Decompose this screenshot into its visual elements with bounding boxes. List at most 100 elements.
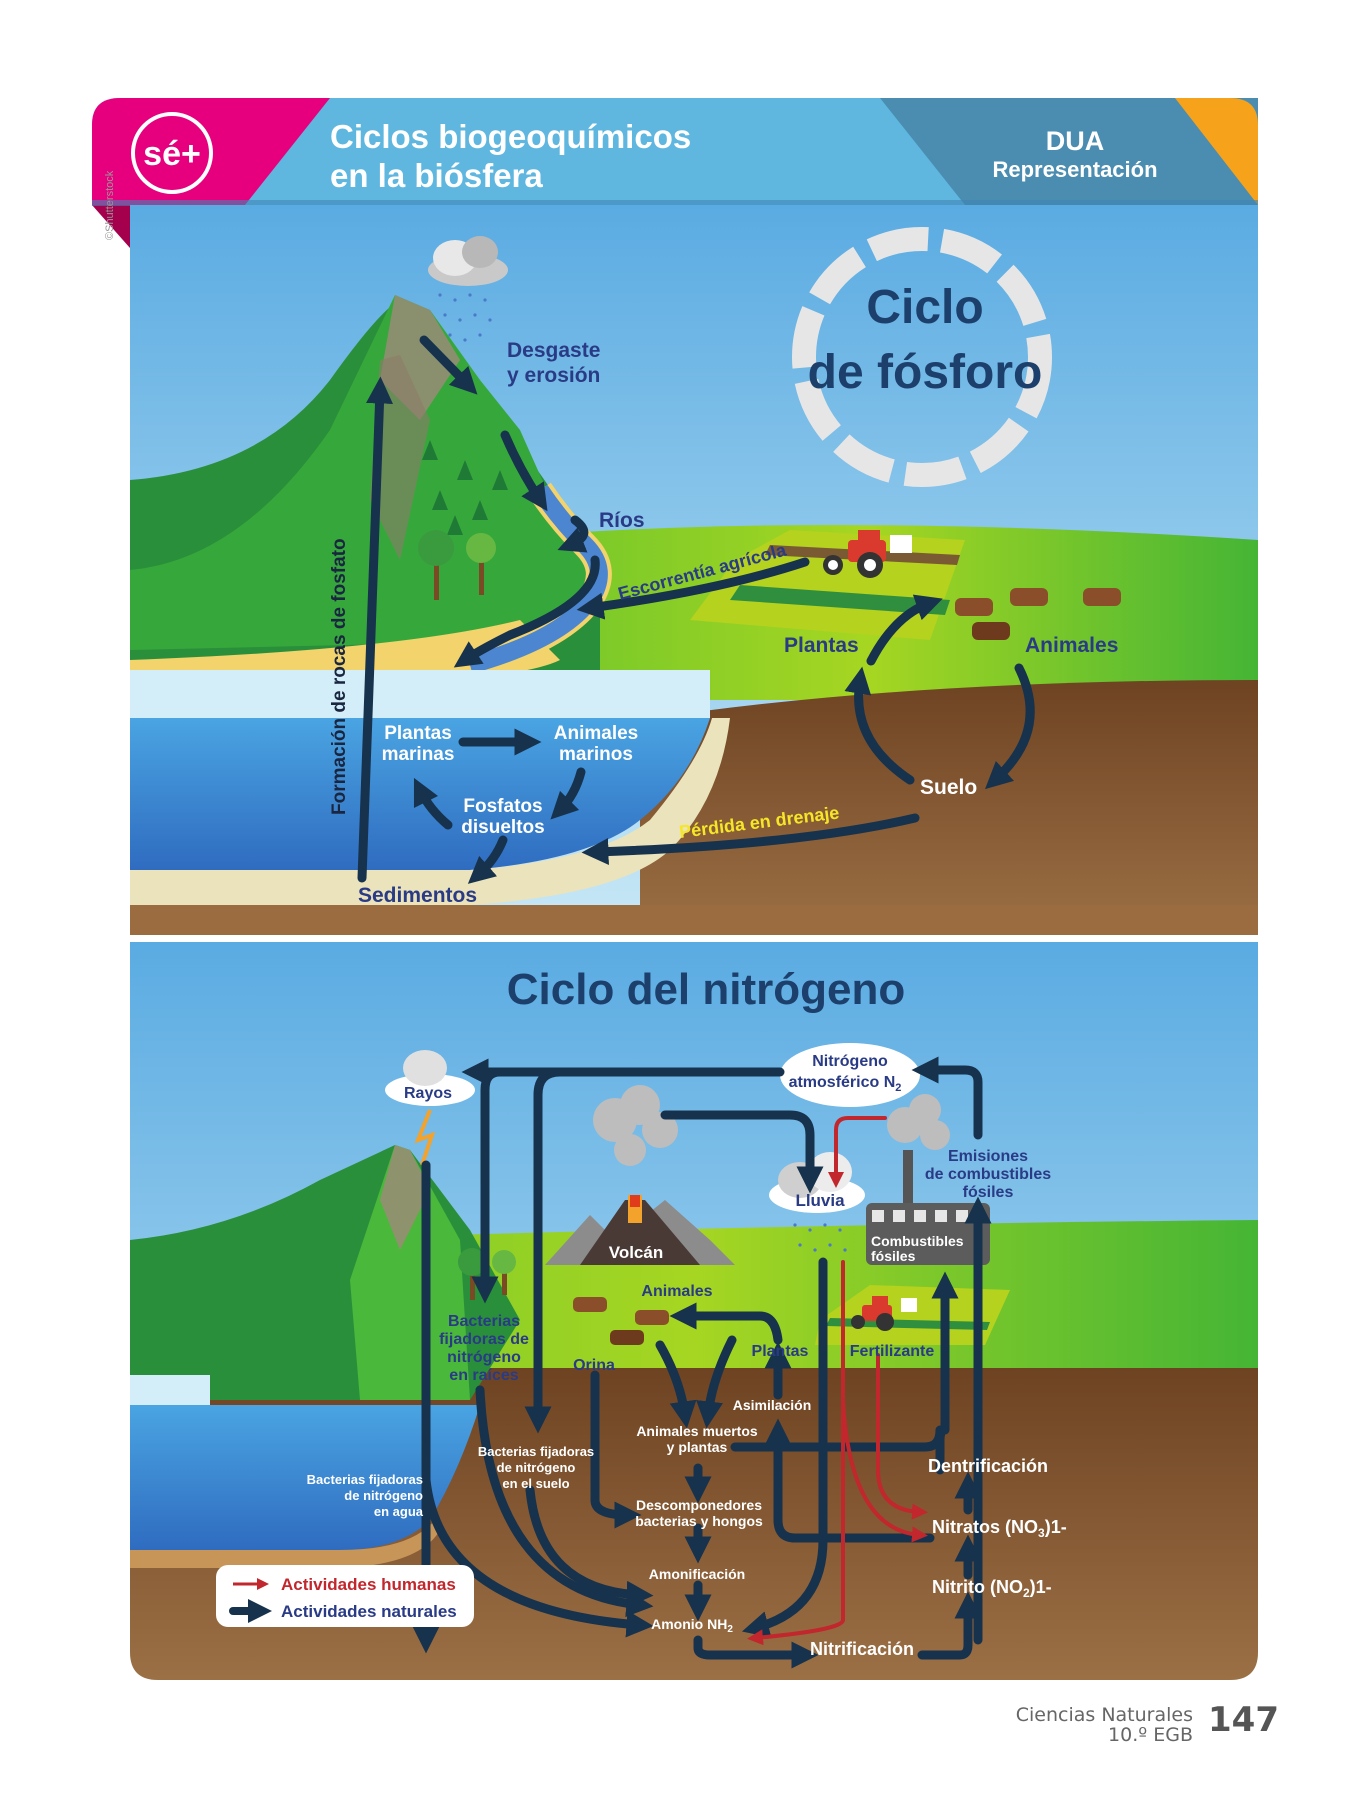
- arrow-runoff: [576, 557, 810, 620]
- arrow-nitrate-to-assimilation: [764, 1418, 935, 1543]
- volcano-icon: [545, 1195, 735, 1265]
- dua-tag: DUA: [1046, 126, 1105, 156]
- arrow-animals-to-dead: [655, 1340, 697, 1429]
- label-plants: Plantas: [784, 634, 859, 657]
- label-weathering-line2: y erosión: [507, 364, 600, 387]
- arrow-weathering-1: [419, 335, 478, 395]
- arrow-rock-formation: [357, 376, 393, 883]
- pine-trees: [422, 440, 508, 535]
- label-soil: Suelo: [920, 776, 977, 799]
- factory-icon: [866, 1150, 990, 1265]
- footer-grade: 10.º EGB: [1108, 1724, 1193, 1746]
- header-banner: sé+ Ciclos biogeoquímicos en la biósfera…: [92, 98, 1258, 248]
- nitrogen-human-arrows: [747, 1116, 928, 1646]
- arrow-lightning-to-ammonium: [421, 1475, 654, 1638]
- legend: Actividades humanas Actividades naturale…: [216, 1565, 474, 1627]
- arrow-plants-to-dead: [696, 1335, 737, 1429]
- label-emissions-line3: fósiles: [963, 1184, 1014, 1201]
- arrow-root-bacteria-to-ammonium: [475, 1385, 654, 1618]
- arrow-rain-to-ammonium: [741, 1257, 828, 1638]
- label-water-bacteria-line2: de nitrógeno: [344, 1488, 423, 1503]
- lightning-cloud-icon: [385, 1050, 475, 1166]
- atmospheric-nitrogen-bubble: [780, 1043, 920, 1107]
- label-marine-animals-line2: marinos: [559, 744, 633, 765]
- label-dead-organisms-line2: y plantas: [667, 1439, 728, 1455]
- dua-band: [880, 98, 1258, 205]
- label-water-bacteria-line1: Bacterias fijadoras: [307, 1472, 423, 1487]
- red-arrow-rain-to-nitrate: [841, 1398, 928, 1543]
- arrow-weathering-2: [500, 430, 548, 512]
- label-animals: Animales: [1025, 634, 1118, 657]
- header-title-line1: Ciclos biogeoquímicos: [330, 118, 691, 155]
- label-dissolved-phosphates-line2: disueltos: [461, 817, 544, 838]
- arrow-rivers: [557, 515, 589, 553]
- cattle: [573, 1297, 669, 1345]
- label-nitrate: Nitratos (NO3)1-: [932, 1517, 1067, 1540]
- lightning-bolt-icon: [414, 1109, 436, 1166]
- label-nitrification: Nitrificación: [810, 1639, 914, 1659]
- label-atmospheric-n2-line2: atmosférico N2: [789, 1074, 902, 1094]
- logo-text: sé+: [143, 135, 201, 173]
- arrow-phosphates-to-plants: [413, 777, 453, 830]
- label-assimilation: Asimilación: [733, 1397, 812, 1413]
- tractor-icon: [823, 530, 912, 578]
- arrow-phosphates-to-sediments: [467, 835, 508, 884]
- label-root-bacteria-line4: en raíces: [449, 1367, 518, 1384]
- factory-smoke-icon: [887, 1094, 950, 1150]
- arrow-nitrification-to-nitrite: [917, 1591, 982, 1660]
- arrow-drainage-loss: [581, 813, 920, 866]
- label-root-bacteria-line3: nitrógeno: [447, 1349, 521, 1366]
- label-fossil-fuels-line2: fósiles: [871, 1248, 916, 1264]
- footer-subject: Ciencias Naturales 10.º EGB: [1016, 1705, 1193, 1745]
- volcano-smoke-icon: [593, 1085, 678, 1166]
- arrow-plants-to-animals: [669, 1302, 783, 1345]
- red-arrow-emissions-to-rain: [828, 1116, 887, 1188]
- arrow-river-to-sea: [453, 555, 600, 668]
- label-fossil-fuels-line1: Combustibles: [871, 1233, 964, 1249]
- label-rivers: Ríos: [599, 509, 645, 532]
- footer-subject-name: Ciencias Naturales: [1015, 1704, 1193, 1726]
- label-decomposers-line2: bacterias y hongos: [635, 1513, 763, 1529]
- arrow-animals-to-phosphates: [550, 767, 586, 820]
- arrow-urine-to-decomposers: [590, 1370, 642, 1529]
- arrow-volcano-to-rain: [660, 1110, 824, 1194]
- orange-corner: [1175, 98, 1258, 205]
- image-credit: ©Shutterstock: [104, 170, 116, 240]
- arrow-emissions-to-n2: [911, 1056, 983, 1140]
- legend-human-label: Actividades humanas: [281, 1575, 456, 1594]
- arrow-soil-bacteria-to-ammonium: [525, 1485, 654, 1608]
- phosphorus-cycle-panel: Ciclo de fósforo Desgaste y erosión Ríos…: [130, 205, 1258, 935]
- label-soil-bacteria-line1: Bacterias fijadoras: [478, 1444, 594, 1459]
- dua-subtitle: Representación: [992, 157, 1157, 182]
- label-rain: Lluvia: [795, 1191, 845, 1210]
- arrow-soil-to-plants: [844, 666, 915, 785]
- label-root-bacteria-line1: Bacterias: [448, 1313, 520, 1330]
- label-emissions-line1: Emisiones: [948, 1148, 1028, 1165]
- label-sediments: Sedimentos: [358, 884, 477, 907]
- phosphorus-arrows: [357, 335, 1035, 884]
- label-animals: Animales: [641, 1283, 712, 1300]
- phosphorus-title-line1: Ciclo: [866, 281, 983, 334]
- label-water-bacteria-line3: en agua: [374, 1504, 424, 1519]
- arrow-n2-to-soil-bacteria: [524, 1067, 565, 1434]
- label-volcano: Volcán: [609, 1243, 663, 1262]
- label-lightning: Rayos: [404, 1085, 452, 1102]
- header-title-line2: en la biósfera: [330, 157, 543, 194]
- label-dissolved-phosphates-line1: Fosfatos: [463, 796, 542, 817]
- legend-natural-label: Actividades naturales: [281, 1602, 457, 1621]
- label-weathering-line1: Desgaste: [507, 339, 600, 362]
- nitrogen-natural-arrows: [412, 1056, 992, 1669]
- phosphorus-title-line2: de fósforo: [808, 346, 1043, 399]
- label-denitrification: Dentrificación: [928, 1456, 1048, 1476]
- rain-cloud-icon: [428, 236, 508, 342]
- arrow-dead-to-fossil: [730, 1425, 945, 1452]
- label-marine-plants-line1: Plantas: [384, 723, 452, 744]
- label-soil-bacteria-line2: de nitrógeno: [497, 1460, 576, 1475]
- label-emissions-line2: de combustibles: [925, 1166, 1051, 1183]
- label-fertilizer: Fertilizante: [850, 1343, 935, 1360]
- arrow-animals-to-soil: [985, 663, 1035, 790]
- label-root-bacteria-line2: fijadoras de: [439, 1331, 529, 1348]
- label-rock-formation: Formación de rocas de fosfato: [329, 538, 350, 815]
- label-nitrite: Nitrito (NO2)1-: [932, 1577, 1052, 1600]
